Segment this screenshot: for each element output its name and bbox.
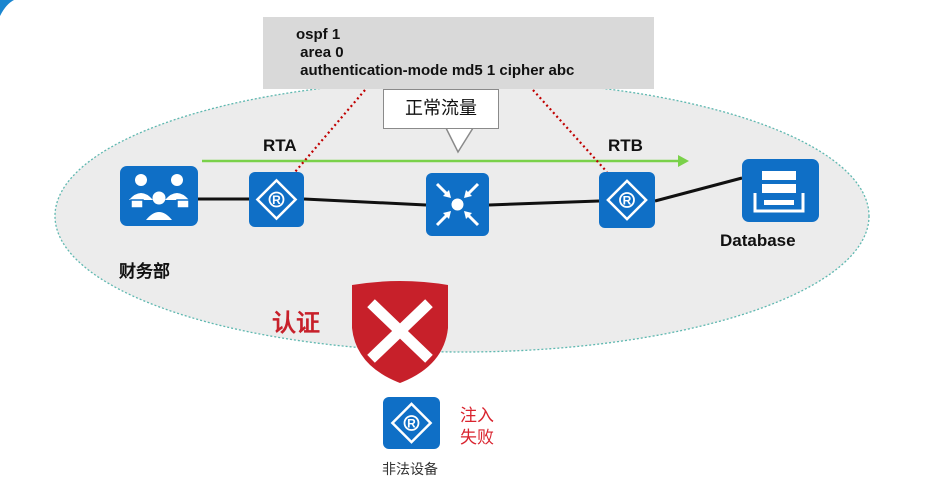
fail-line: 注入 (460, 406, 494, 426)
database-label: Database (720, 231, 796, 250)
network-links (196, 176, 743, 207)
rtb-label: RTB (608, 136, 643, 155)
illegal-device-label: 非法设备 (382, 462, 438, 478)
rta-label: RTA (263, 136, 297, 155)
config-box: ospf 1 area 0 authentication-mode md5 1 … (263, 17, 654, 89)
link-core-rtb (488, 199, 600, 207)
fail-line: 失败 (460, 428, 494, 448)
database-icon (742, 159, 819, 222)
svg-text:R: R (272, 193, 281, 207)
switch-icon (426, 173, 489, 236)
svg-text:R: R (623, 194, 632, 208)
link-rta-core (303, 197, 427, 207)
corner-accent (0, 0, 14, 16)
config-line: ospf 1 (296, 26, 341, 43)
svg-text:R: R (407, 417, 416, 431)
traffic-callout: 正常流量 (383, 89, 499, 129)
router-icon: R (599, 172, 655, 228)
shield-x-icon (352, 281, 448, 383)
router-icon: R (383, 397, 440, 449)
finance-label: 财务部 (119, 262, 170, 282)
auth-label: 认证 (272, 309, 320, 337)
config-pointer-rtb (532, 89, 608, 173)
router-icon: R (249, 172, 304, 227)
link-rtb-database (654, 176, 743, 203)
users-group-icon (120, 166, 198, 226)
config-line: area 0 (296, 44, 344, 61)
injection-failed-label: 注入 失败 (460, 405, 494, 449)
traffic-arrow (202, 155, 689, 167)
config-line: authentication-mode md5 1 cipher abc (296, 62, 575, 79)
